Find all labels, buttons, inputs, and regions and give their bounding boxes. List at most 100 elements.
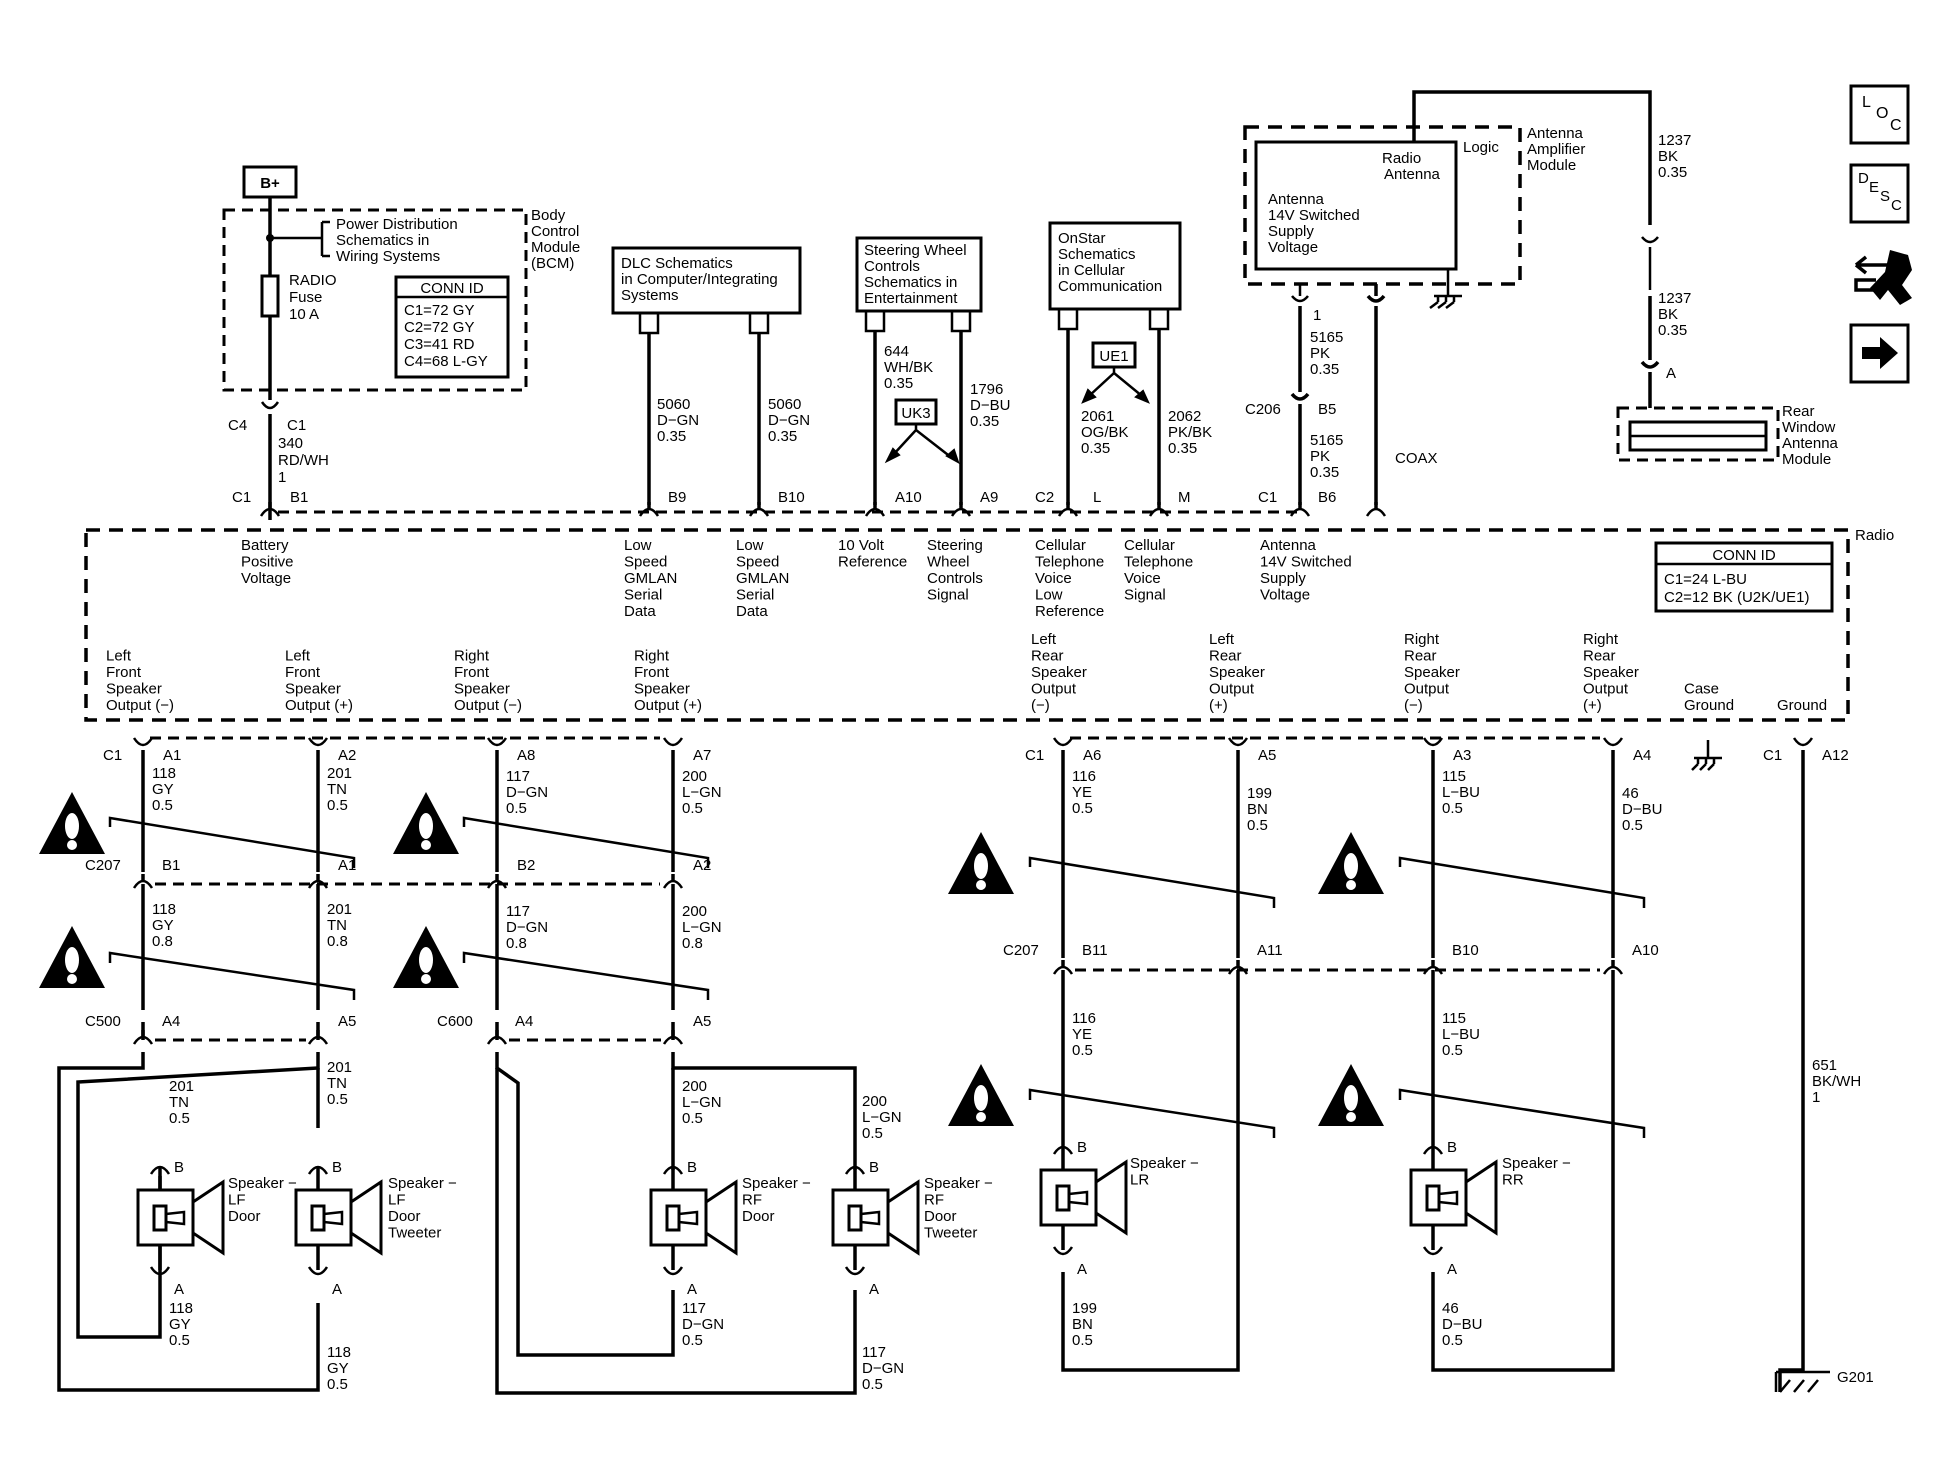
svg-text:A2: A2 [338, 747, 356, 764]
connector-terminal [1227, 960, 1249, 975]
svg-text:A: A [687, 1281, 697, 1298]
svg-text:B11: B11 [1082, 942, 1108, 959]
svg-text:46D−BU0.5: 46D−BU0.5 [1622, 785, 1662, 834]
dlc-ref-box: DLC Schematics in Computer/Integrating S… [611, 246, 810, 505]
front-speaker-wiring: C207 B1 A1 B2 A2 C500 A4 A5 C600 A4 A5 1… [57, 750, 904, 1395]
svg-text:B: B [687, 1159, 697, 1176]
svg-text:B6: B6 [1318, 489, 1336, 506]
connector-tool-icon[interactable] [1854, 250, 1912, 305]
circuit-5165-b: 5165 PK 0.35 [1310, 432, 1348, 481]
connector-terminal [307, 737, 329, 747]
svg-text:C207: C207 [85, 857, 121, 874]
connector-terminal [307, 874, 329, 889]
svg-text:B: B [332, 1159, 342, 1176]
connector-terminal [662, 737, 684, 747]
caution-icon[interactable] [1318, 1064, 1384, 1126]
connector-terminal [1052, 737, 1074, 747]
antenna-module-title: Antenna Amplifier Module [1527, 125, 1590, 174]
svg-text:C1: C1 [232, 489, 251, 506]
caution-icon[interactable] [1318, 832, 1384, 894]
svg-text:B10: B10 [778, 489, 805, 506]
connector-terminal [1602, 737, 1624, 747]
svg-text:A: A [1666, 365, 1676, 382]
connector-terminal [132, 874, 154, 889]
caution-icon[interactable] [39, 792, 105, 854]
svg-text:A5: A5 [338, 1013, 356, 1030]
next-arrow-button[interactable] [1849, 323, 1910, 384]
connector-terminal [950, 502, 972, 517]
svg-text:A4: A4 [162, 1013, 180, 1030]
connector-terminal [1057, 502, 1079, 517]
connector-terminal [486, 1030, 508, 1045]
option-ue1 [1091, 341, 1137, 369]
svg-text:L: L [1093, 489, 1101, 506]
connector-terminal [1365, 502, 1387, 517]
radio-top-connector-row: C1 B1 B9 B10 A10 A9 C2 L M C1 B6 [232, 489, 1387, 517]
conn-c1-bcm: C1 [287, 417, 306, 434]
svg-text:C1: C1 [1025, 747, 1044, 764]
svg-text:C500: C500 [85, 1013, 121, 1030]
svg-text:A3: A3 [1453, 747, 1471, 764]
caution-icon[interactable] [393, 926, 459, 988]
desc-button[interactable]: DESC [1849, 163, 1910, 224]
svg-text:1: 1 [1313, 307, 1321, 324]
svg-text:B: B [869, 1159, 879, 1176]
connector-terminal [1052, 960, 1074, 975]
connector-terminal [132, 1030, 154, 1045]
steering-ref-box: Steering Wheel Controls Schematics in En… [855, 236, 1010, 505]
svg-text:UE1: UE1 [1099, 348, 1128, 365]
svg-text:C600: C600 [437, 1013, 473, 1030]
circuit-1237-b: 1237 BK 0.35 [1658, 290, 1696, 339]
connector-terminal [486, 737, 508, 747]
antenna-supply-label: Antenna 14V Switched Supply Voltage [1268, 191, 1364, 256]
bcm-module: Body Control Module (BCM) Power Distribu… [222, 197, 584, 400]
svg-text:A: A [332, 1281, 342, 1298]
radio-conn-id [1654, 541, 1834, 613]
caution-icon[interactable] [948, 1064, 1014, 1126]
loc-button[interactable]: LOC [1849, 84, 1910, 145]
svg-text:A12: A12 [1822, 747, 1849, 764]
circuit-340: 340 RD/WH 1 [278, 435, 333, 486]
connector-terminal [638, 502, 660, 517]
svg-text:A11: A11 [1257, 942, 1283, 959]
svg-text:B1: B1 [162, 857, 180, 874]
svg-text:B10: B10 [1452, 942, 1479, 959]
circuit-2062: 2062 PK/BK 0.35 [1168, 408, 1216, 457]
svg-text:Speaker −RR: Speaker −RR [1502, 1155, 1571, 1189]
svg-text:B: B [174, 1159, 184, 1176]
svg-text:A8: A8 [517, 747, 535, 764]
svg-text:A10: A10 [1632, 942, 1659, 959]
connector-terminal [1227, 737, 1249, 747]
bcm-conn-id-title: CONN ID [420, 280, 484, 297]
svg-text:A5: A5 [1258, 747, 1276, 764]
bcm-title: Body Control Module (BCM) [531, 207, 584, 272]
connector-terminal [1148, 502, 1170, 517]
caution-icon[interactable] [393, 792, 459, 854]
caution-icon[interactable] [948, 832, 1014, 894]
svg-text:B: B [1077, 1139, 1087, 1156]
coax-label: COAX [1395, 450, 1438, 467]
caution-icon[interactable] [39, 926, 105, 988]
